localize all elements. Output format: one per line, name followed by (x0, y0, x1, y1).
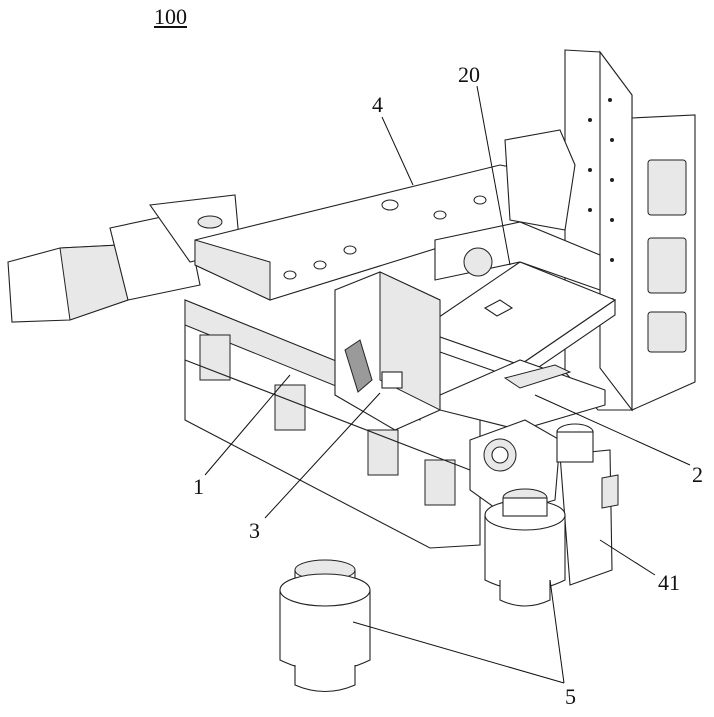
upper-carriage (194, 129, 576, 301)
label-41: 41 (658, 570, 680, 595)
cylinder-5-right (484, 488, 566, 607)
label-5: 5 (565, 684, 576, 709)
cylinder-5-left (279, 559, 371, 693)
label-2: 2 (692, 462, 703, 487)
platform-2 (439, 359, 606, 431)
label-20: 20 (458, 62, 480, 87)
label-4: 4 (372, 92, 383, 117)
clamp-assembly-3 (334, 271, 441, 431)
label-3: 3 (249, 518, 260, 543)
figure-number: 100 (154, 4, 187, 29)
tray-20 (418, 221, 617, 382)
gear-motor-41 (469, 419, 619, 586)
leader-lines (204, 85, 691, 684)
label-1: 1 (193, 474, 204, 499)
vertical-column (564, 49, 696, 412)
left-motor (7, 194, 241, 323)
